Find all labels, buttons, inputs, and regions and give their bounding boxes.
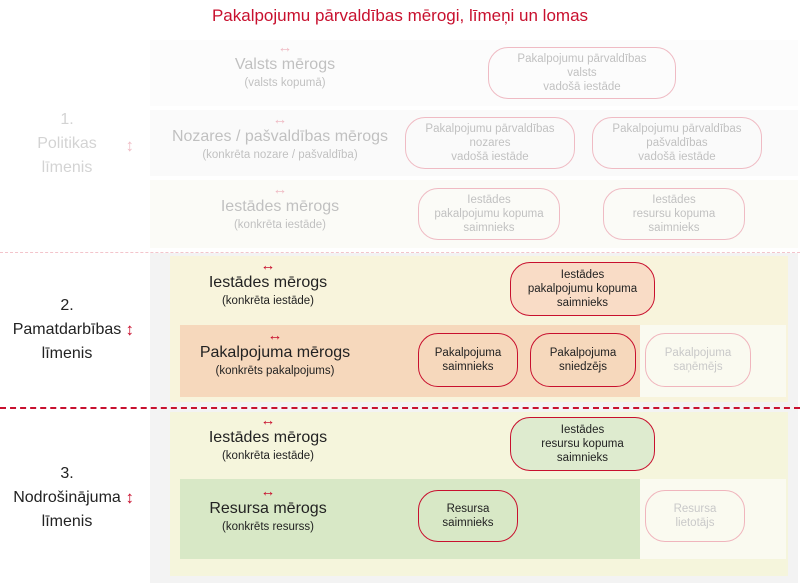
updown-arrow-icon: ↕ — [125, 488, 135, 507]
service-scale-sub: (konkrēts pakalpojums) — [215, 365, 335, 378]
support-level-label: 3. Nodrošinājuma līmenis ↕ — [2, 462, 135, 534]
institution-support-scale-sub: (konkrēta iestāde) — [221, 450, 315, 463]
resource-scale: ↔ Resursa mērogs (konkrēts resurss) — [168, 484, 368, 535]
updown-arrow-icon: ↕ — [125, 136, 135, 155]
level-divider-2 — [0, 407, 800, 409]
sector-scale-name: Nozares / pašvaldības mērogs — [171, 128, 389, 145]
core-level-label: 2. Pamatdarbības līmenis ↕ — [2, 294, 135, 366]
horizontal-arrow-icon: ↔ — [272, 181, 288, 198]
horizontal-arrow-icon: ↔ — [260, 257, 276, 274]
resource-scale-band — [180, 479, 640, 559]
institution-policy-scale-name: Iestādes mērogs — [220, 198, 340, 215]
support-level-name-1: Nodrošinājuma — [13, 489, 121, 506]
service-scale: ↔ Pakalpojuma mērogs (konkrēts pakalpoju… — [175, 328, 375, 379]
diagram-title: Pakalpojumu pārvaldības mērogi, līmeņi u… — [211, 6, 589, 25]
updown-arrow-icon: ↕ — [125, 320, 135, 339]
institution-core-scale-name: Iestādes mērogs — [208, 274, 328, 291]
core-level-name-1: Pamatdarbības — [12, 321, 122, 338]
state-scale-sub: (valsts kopumā) — [244, 77, 326, 90]
horizontal-arrow-icon: ↔ — [260, 412, 276, 429]
policy-level-name-1: Politikas — [37, 135, 97, 152]
institution-core-scale: ↔ Iestādes mērogs (konkrēta iestāde) — [168, 258, 368, 309]
service-scale-band — [180, 325, 640, 397]
state-scale: ↔ Valsts mērogs (valsts kopumā) — [190, 40, 380, 91]
resource-scale-sub: (konkrēts resurss) — [221, 521, 315, 534]
service-scale-name: Pakalpojuma mērogs — [199, 344, 351, 361]
sector-scale: ↔ Nozares / pašvaldības mērogs (konkrēta… — [160, 112, 400, 163]
level-divider-1 — [0, 252, 800, 253]
resource-scale-name: Resursa mērogs — [209, 500, 327, 517]
state-scale-name: Valsts mērogs — [234, 56, 336, 73]
policy-level-name-2: līmenis — [41, 159, 93, 176]
policy-level-number: 1. — [60, 111, 74, 128]
support-level-number: 3. — [60, 465, 74, 482]
institution-core-scale-sub: (konkrēta iestāde) — [221, 295, 315, 308]
horizontal-arrow-icon: ↔ — [260, 483, 276, 500]
institution-policy-scale-sub: (konkrēta iestāde) — [233, 219, 327, 232]
state-scale-band — [150, 40, 798, 106]
support-level-name-2: līmenis — [41, 513, 93, 530]
policy-level-label: 1. Politikas līmenis ↕ — [2, 108, 135, 180]
sector-scale-band — [150, 110, 798, 176]
institution-support-scale: ↔ Iestādes mērogs (konkrēta iestāde) — [168, 413, 368, 464]
institution-policy-scale: ↔ Iestādes mērogs (konkrēta iestāde) — [180, 182, 380, 233]
core-level-number: 2. — [60, 297, 74, 314]
sector-scale-sub: (konkrēta nozare / pašvaldība) — [202, 149, 358, 162]
core-level-name-2: līmenis — [41, 345, 93, 362]
institution-policy-band — [150, 180, 798, 248]
horizontal-arrow-icon: ↔ — [267, 327, 283, 344]
horizontal-arrow-icon: ↔ — [277, 39, 293, 56]
institution-support-scale-name: Iestādes mērogs — [208, 429, 328, 446]
horizontal-arrow-icon: ↔ — [272, 111, 288, 128]
